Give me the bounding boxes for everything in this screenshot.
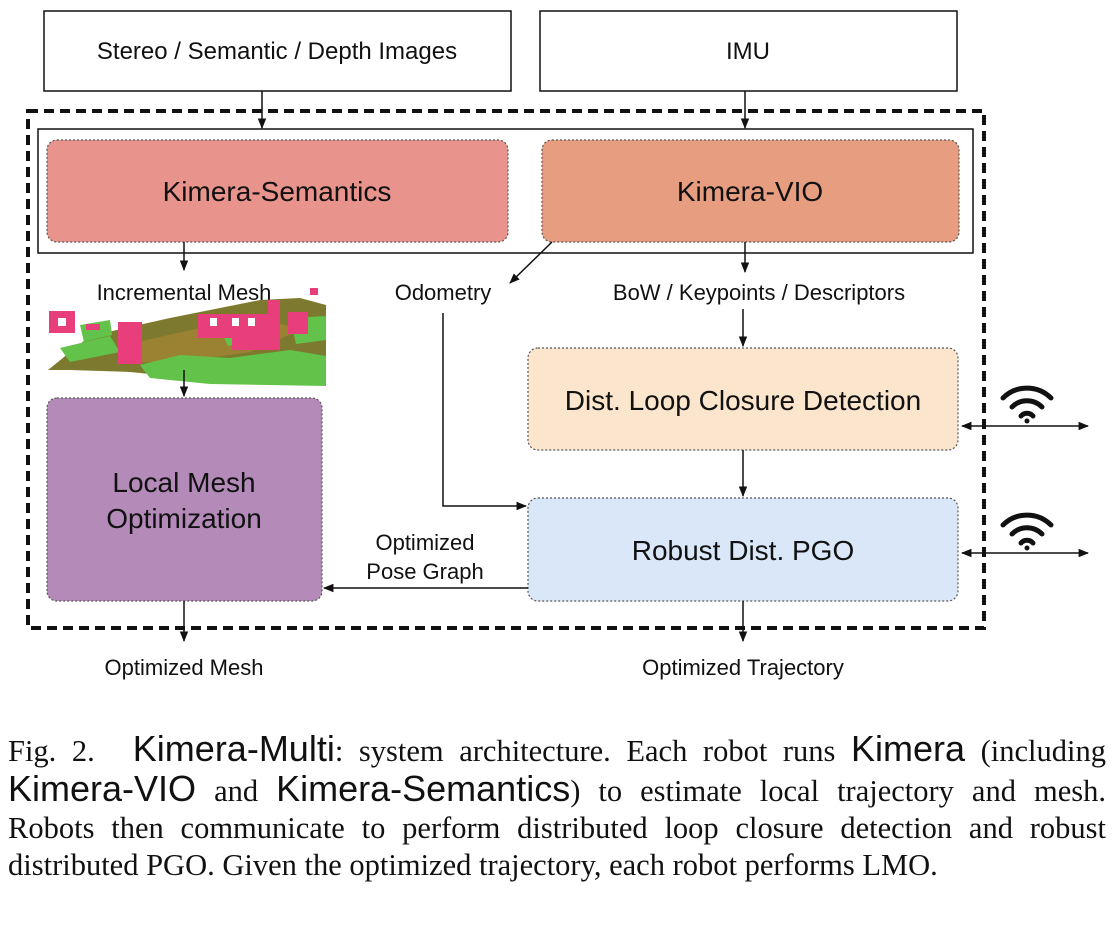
caption-text-3: and <box>196 774 277 808</box>
caption-fig-number: Fig. 2. <box>8 734 95 768</box>
caption-text-2: (including <box>965 734 1107 768</box>
wifi-icon <box>1000 512 1054 551</box>
caption-kimera-vio: Kimera-VIO <box>8 768 197 809</box>
caption-text-4: ) to estimate local trajectory and mesh.… <box>8 774 1106 882</box>
pose-graph-label-line2: Pose Graph <box>366 559 483 584</box>
incremental-mesh-label: Incremental Mesh <box>97 280 272 305</box>
arrow-vio-to-odometry <box>509 241 553 284</box>
figure-caption: Fig. 2. Kimera-Multi: system architecture… <box>8 730 1106 884</box>
optimized-trajectory-label: Optimized Trajectory <box>642 655 844 680</box>
caption-kimera-semantics: Kimera-Semantics <box>276 768 571 809</box>
architecture-diagram: Stereo / Semantic / Depth Images IMU Kim… <box>26 10 1090 680</box>
wifi-icon <box>1000 385 1054 424</box>
caption-text-1: : system architecture. Each robot runs <box>334 734 852 768</box>
arrow-odometry-to-pgo <box>442 313 528 511</box>
kimera-semantics-box <box>46 139 509 243</box>
bow-label: BoW / Keypoints / Descriptors <box>613 280 905 305</box>
pose-graph-label-line1: Optimized <box>375 530 474 555</box>
kimera-container <box>37 128 974 254</box>
odometry-label: Odometry <box>395 280 492 305</box>
loop-closure-label: Dist. Loop Closure Detection <box>565 385 921 416</box>
kimera-vio-label: Kimera-VIO <box>677 176 823 207</box>
pgo-label: Robust Dist. PGO <box>632 535 855 566</box>
input-imu-label: IMU <box>726 38 770 65</box>
kimera-semantics-label: Kimera-Semantics <box>163 176 392 207</box>
input-images-label: Stereo / Semantic / Depth Images <box>97 38 457 65</box>
kimera-vio-box <box>541 139 960 243</box>
lmo-label-line2: Optimization <box>106 503 262 534</box>
caption-kimera: Kimera <box>851 728 966 769</box>
input-imu-box <box>539 10 958 92</box>
local-mesh-optimization-box <box>46 397 323 602</box>
caption-system-name: Kimera-Multi <box>132 728 335 769</box>
optimized-mesh-label: Optimized Mesh <box>105 655 264 680</box>
input-images-box <box>43 10 512 92</box>
lmo-label-line1: Local Mesh <box>112 467 255 498</box>
mesh-thumbnail <box>48 288 326 386</box>
